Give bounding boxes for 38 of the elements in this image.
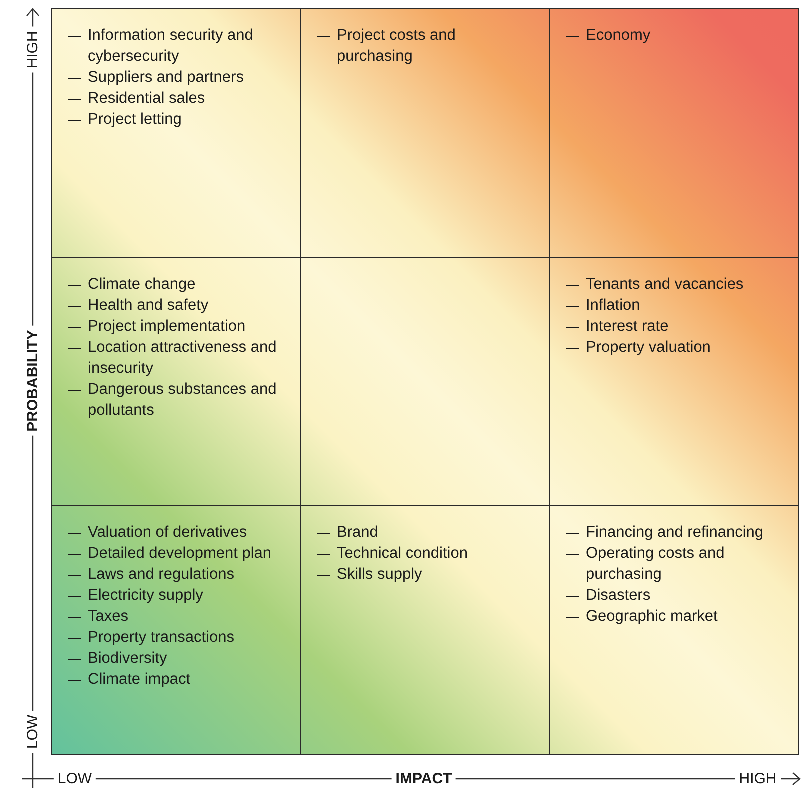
risk-cell <box>549 8 799 258</box>
risk-item: Dangerous substances and pollutants <box>88 380 278 421</box>
risk-item: Geographic market <box>586 607 719 628</box>
risk-item: Operating costs and purchasing <box>586 544 726 586</box>
risk-item: Location attractiveness and insecurity <box>88 338 278 379</box>
risk-item: Brand <box>337 523 380 544</box>
risk-item: Property valuation <box>586 338 712 358</box>
risk-item: Economy <box>586 26 652 46</box>
risk-item: Skills supply <box>337 565 424 586</box>
risk-item: Laws and regulations <box>88 565 236 586</box>
risk-cell <box>51 256 301 506</box>
risk-item: Climate change <box>88 274 197 295</box>
risk-item: Information security and cybersecurity <box>88 26 254 67</box>
risk-item: Electricity supply <box>88 586 204 606</box>
risk-item: Tenants and vacancies <box>586 274 745 295</box>
risk-item: Taxes <box>88 607 130 628</box>
risk-cell <box>300 505 550 755</box>
risk-cell <box>549 256 799 506</box>
risk-item: Financing and refinancing <box>586 523 765 544</box>
risk-cell <box>549 505 799 755</box>
risk-item: Inflation <box>586 296 642 316</box>
risk-item: Disasters <box>586 586 652 606</box>
risk-item: Suppliers and partners <box>88 68 245 88</box>
risk-cell <box>51 505 301 755</box>
risk-cell <box>51 8 301 258</box>
risk-cell <box>300 8 550 258</box>
risk-item: Biodiversity <box>88 649 168 670</box>
risk-item: Technical condition <box>337 544 469 564</box>
risk-item: Interest rate <box>586 316 670 337</box>
risk-item: Project costs and purchasing <box>337 26 457 67</box>
risk-item: Project letting <box>88 110 183 130</box>
risk-item: Residential sales <box>88 89 206 109</box>
risk-item: Climate impact <box>88 670 192 690</box>
risk-item: Property transactions <box>88 628 236 648</box>
risk-item: Detailed development plan <box>88 544 273 564</box>
risk-item: Valuation of derivatives <box>88 523 248 544</box>
risk-item: Health and safety <box>88 296 210 316</box>
risk-item: Project implementation <box>88 316 247 337</box>
